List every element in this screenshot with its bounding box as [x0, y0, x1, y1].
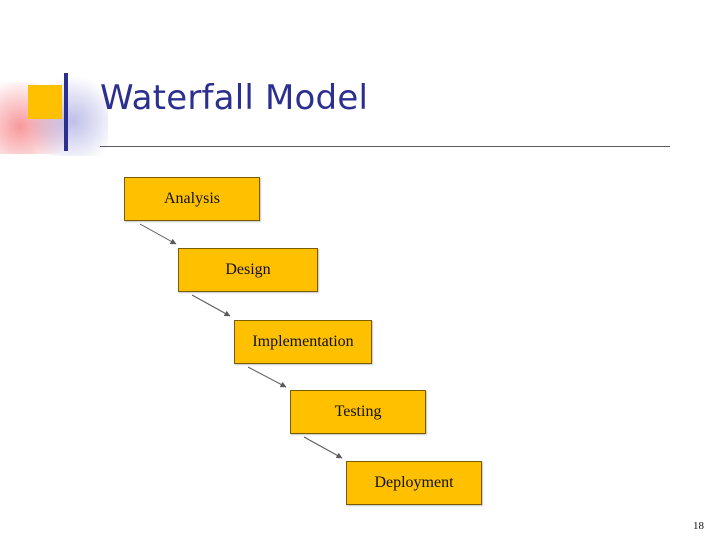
logo-yellow-square [28, 85, 62, 119]
decorative-logo [0, 60, 110, 160]
stage-label: Testing [334, 403, 382, 420]
stage-label: Analysis [164, 190, 220, 207]
stage-implementation[interactable]: Implementation [234, 320, 372, 364]
stage-label: Deployment [374, 474, 454, 491]
stage-analysis[interactable]: Analysis [124, 177, 260, 221]
page-title: Waterfall Model [100, 78, 369, 118]
stage-testing[interactable]: Testing [290, 390, 426, 434]
stage-design[interactable]: Design [178, 248, 318, 292]
page-number: 18 [693, 520, 704, 532]
stage-label: Implementation [252, 333, 354, 350]
logo-blue-bar [64, 73, 68, 151]
stage-deployment[interactable]: Deployment [346, 461, 482, 505]
title-divider [100, 146, 670, 147]
stage-label: Design [225, 261, 271, 278]
